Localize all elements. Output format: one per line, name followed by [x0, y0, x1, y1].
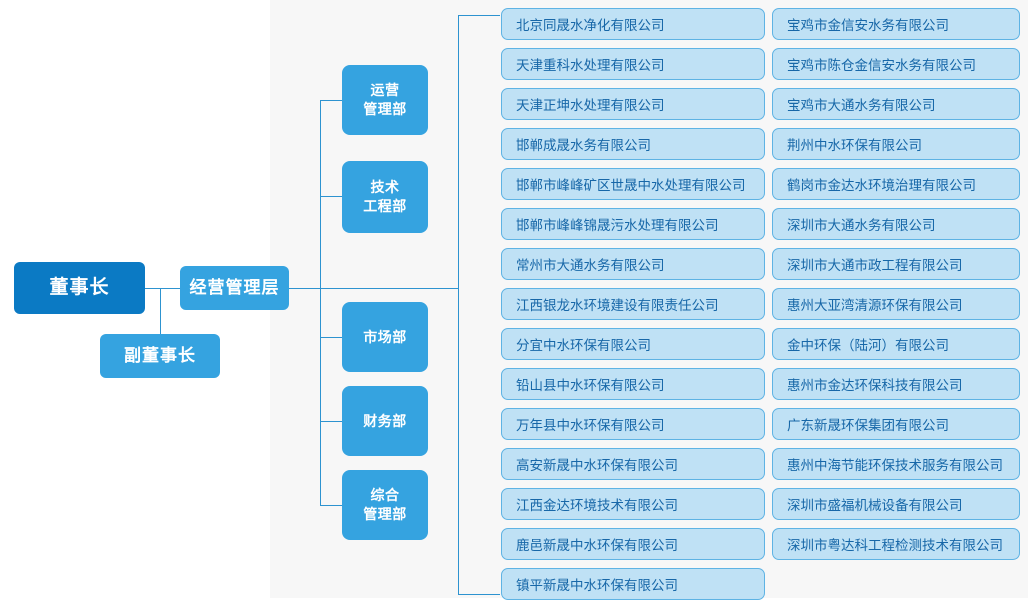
- company-box[interactable]: 鹤岗市金达水环境治理有限公司: [772, 168, 1020, 200]
- companies-spine: [458, 15, 459, 594]
- company-box[interactable]: 铅山县中水环保有限公司: [501, 368, 765, 400]
- company-box[interactable]: 万年县中水环保有限公司: [501, 408, 765, 440]
- company-box[interactable]: 江西金达环境技术有限公司: [501, 488, 765, 520]
- company-box[interactable]: 荆州中水环保有限公司: [772, 128, 1020, 160]
- company-box[interactable]: 惠州中海节能环保技术服务有限公司: [772, 448, 1020, 480]
- department-box-technology[interactable]: 技术 工程部: [342, 161, 428, 233]
- connector-dept-2: [320, 196, 342, 197]
- company-box[interactable]: 镇平新晟中水环保有限公司: [501, 568, 765, 600]
- department-box-general[interactable]: 综合 管理部: [342, 470, 428, 540]
- company-box[interactable]: 广东新晟环保集团有限公司: [772, 408, 1020, 440]
- company-box[interactable]: 江西银龙水环境建设有限责任公司: [501, 288, 765, 320]
- connector-management-companies: [320, 288, 459, 289]
- company-box[interactable]: 深圳市大通水务有限公司: [772, 208, 1020, 240]
- company-box[interactable]: 邯郸市峰峰锦晟污水处理有限公司: [501, 208, 765, 240]
- department-spine: [320, 100, 321, 505]
- connector-companies-bottom: [458, 594, 500, 595]
- company-box[interactable]: 惠州大亚湾清源环保有限公司: [772, 288, 1020, 320]
- company-box[interactable]: 金中环保（陆河）有限公司: [772, 328, 1020, 360]
- company-box[interactable]: 鹿邑新晟中水环保有限公司: [501, 528, 765, 560]
- connector-vice-vertical: [160, 288, 161, 356]
- company-box[interactable]: 邯郸成晟水务有限公司: [501, 128, 765, 160]
- company-box[interactable]: 惠州市金达环保科技有限公司: [772, 368, 1020, 400]
- connector-dept-4: [320, 421, 342, 422]
- chairman-box[interactable]: 董事长: [14, 262, 145, 314]
- department-box-market[interactable]: 市场部: [342, 302, 428, 372]
- connector-chairman-management: [145, 288, 180, 289]
- department-box-finance[interactable]: 财务部: [342, 386, 428, 456]
- company-box[interactable]: 深圳市大通市政工程有限公司: [772, 248, 1020, 280]
- company-box[interactable]: 常州市大通水务有限公司: [501, 248, 765, 280]
- company-box[interactable]: 天津重科水处理有限公司: [501, 48, 765, 80]
- connector-management-spine: [289, 288, 320, 289]
- company-box[interactable]: 北京同晟水净化有限公司: [501, 8, 765, 40]
- company-box[interactable]: 宝鸡市陈仓金信安水务有限公司: [772, 48, 1020, 80]
- company-box[interactable]: 邯郸市峰峰矿区世晟中水处理有限公司: [501, 168, 765, 200]
- connector-dept-1: [320, 100, 342, 101]
- company-box[interactable]: 深圳市盛福机械设备有限公司: [772, 488, 1020, 520]
- company-box[interactable]: 宝鸡市金信安水务有限公司: [772, 8, 1020, 40]
- company-box[interactable]: 深圳市粤达科工程检测技术有限公司: [772, 528, 1020, 560]
- connector-companies-top: [458, 15, 500, 16]
- company-box[interactable]: 宝鸡市大通水务有限公司: [772, 88, 1020, 120]
- company-box[interactable]: 分宜中水环保有限公司: [501, 328, 765, 360]
- vice-chairman-box[interactable]: 副董事长: [100, 334, 220, 378]
- company-box[interactable]: 天津正坤水处理有限公司: [501, 88, 765, 120]
- connector-dept-3: [320, 337, 342, 338]
- connector-dept-5: [320, 505, 342, 506]
- company-box[interactable]: 高安新晟中水环保有限公司: [501, 448, 765, 480]
- management-box[interactable]: 经营管理层: [180, 266, 289, 310]
- department-box-operations[interactable]: 运营 管理部: [342, 65, 428, 135]
